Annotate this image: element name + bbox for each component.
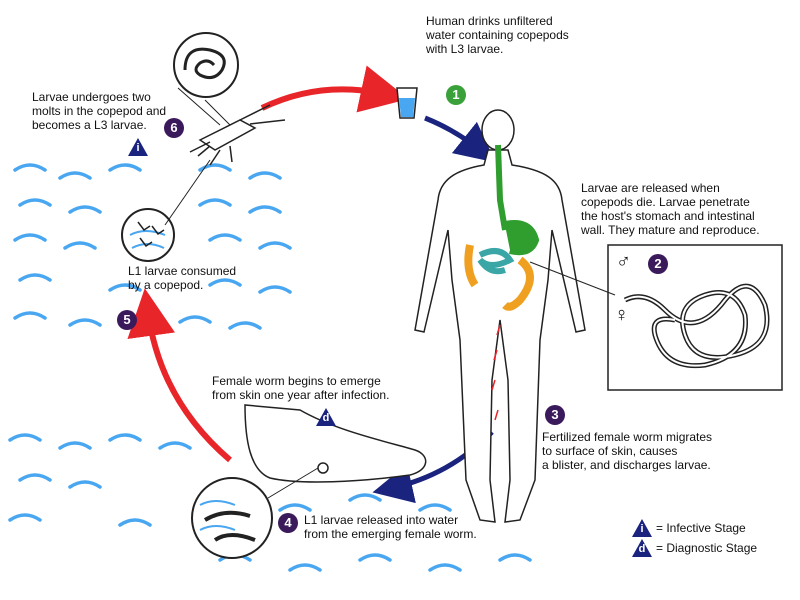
step1-text: Human drinks unfiltered water containing… xyxy=(426,14,569,56)
step5-text: L1 larvae consumed by a copepod. xyxy=(128,264,237,292)
step2-text: Larvae are released when copepods die. L… xyxy=(581,181,760,237)
migrating-worm-marks xyxy=(491,324,501,421)
arrow-4-to-5 xyxy=(127,288,232,463)
human-figure xyxy=(414,109,586,523)
arrow-6-to-1 xyxy=(260,65,409,113)
larvae-consumed-magnified-icon xyxy=(121,159,211,262)
foot-illustration xyxy=(244,404,427,483)
legend-diagnostic-letter: d xyxy=(638,543,646,555)
step4-badge: 4 xyxy=(278,513,298,533)
step3-badge: 3 xyxy=(545,405,565,425)
diagnostic-stage-letter: d xyxy=(322,412,330,424)
legend-infective-text: = Infective Stage xyxy=(656,521,746,535)
step6-badge: 6 xyxy=(164,118,184,138)
step5-badge: 5 xyxy=(117,310,137,330)
water-glass-icon xyxy=(396,87,418,119)
step4-text: L1 larvae released into water from the e… xyxy=(304,513,477,541)
step2-badge: 2 xyxy=(648,254,668,274)
legend-infective-marker: i xyxy=(632,519,652,537)
legend-diagnostic-text: = Diagnostic Stage xyxy=(656,541,758,555)
step6-text: Larvae undergoes two molts in the copepo… xyxy=(32,90,167,132)
adult-worms-box xyxy=(529,244,783,391)
step3-text: Fertilized female worm migrates to surfa… xyxy=(542,430,713,472)
infective-stage-marker: i xyxy=(128,138,148,156)
step4-diagnostic-text: Female worm begins to emerge from skin o… xyxy=(212,374,390,402)
male-symbol: ♂ xyxy=(616,251,631,273)
upper-water-waves xyxy=(13,163,292,330)
emerging-larvae-magnified-icon xyxy=(191,467,319,559)
legend-infective-letter: i xyxy=(640,523,644,535)
digestive-tract xyxy=(464,144,540,311)
step1-badge: 1 xyxy=(446,85,466,105)
female-symbol: ♀ xyxy=(614,304,629,326)
infective-stage-letter: i xyxy=(136,142,140,154)
copepod-icon xyxy=(189,104,286,166)
diagnostic-stage-marker: d xyxy=(316,408,336,426)
legend-diagnostic-marker: d xyxy=(632,539,652,557)
arrow-1-to-body xyxy=(424,115,496,163)
copepod-magnified-icon xyxy=(173,32,239,131)
